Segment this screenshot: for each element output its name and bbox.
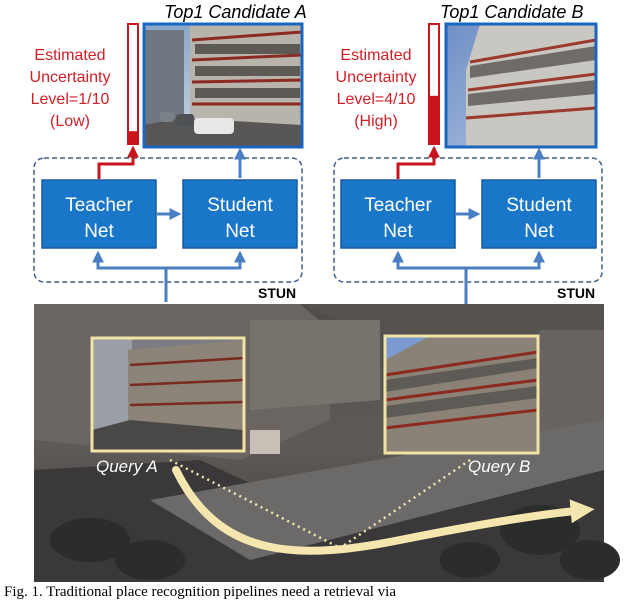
uncertainty-a-fill: [129, 131, 137, 143]
stun-label-a: STUN: [258, 285, 296, 301]
uncertainty-b-meter: [428, 23, 440, 145]
student-net-b-label-1: Student: [506, 195, 572, 216]
uncertainty-a-line4: (Low): [50, 113, 90, 130]
stun-module-a-border: [33, 157, 303, 283]
query-b-photo: [383, 334, 540, 455]
trajectory-arrow: [172, 466, 595, 555]
student-net-b-label-2: Net: [524, 221, 554, 242]
stun-a-arrows: [92, 147, 246, 302]
query-a-photo: [90, 336, 246, 453]
uncertainty-a-arrow: [97, 145, 139, 179]
uncertainty-a-line1: Estimated: [34, 47, 105, 64]
teacher-net-b-label-2: Net: [383, 221, 413, 242]
candidate-a-photo: [142, 22, 304, 149]
teacher-net-a-label-1: Teacher: [65, 195, 133, 216]
uncertainty-b-line2: Uncertainty: [336, 69, 417, 86]
stun-overview-figure: Top1 Candidate A Estimated Uncertainty L…: [30, 2, 620, 582]
uncertainty-a-line3: Level=1/10: [31, 91, 110, 108]
uncertainty-b-fill: [430, 95, 438, 143]
query-a-label: Query A: [96, 457, 158, 476]
figure-caption: Fig. 1. Traditional place recognition pi…: [4, 584, 396, 600]
uncertainty-b-line3: Level=4/10: [337, 91, 416, 108]
teacher-net-a: Teacher Net: [41, 179, 157, 249]
stun-b-arrows: [392, 147, 545, 336]
query-view-lines: [169, 458, 471, 550]
query-b-label: Query B: [468, 457, 530, 476]
teacher-net-b-label-1: Teacher: [364, 195, 432, 216]
stun-label-b: STUN: [557, 285, 595, 301]
uncertainty-b-line4: (High): [354, 113, 398, 130]
student-net-b: Student Net: [481, 179, 597, 249]
student-net-a: Student Net: [182, 179, 298, 249]
uncertainty-b-arrow: [396, 145, 440, 179]
stun-module-b-border: [333, 157, 603, 283]
student-net-a-label-2: Net: [225, 221, 255, 242]
student-net-a-label-1: Student: [207, 195, 273, 216]
teacher-net-a-label-2: Net: [84, 221, 114, 242]
teacher-net-b: Teacher Net: [340, 179, 456, 249]
uncertainty-b-line1: Estimated: [340, 47, 411, 64]
candidate-b-photo: [444, 22, 598, 149]
candidate-b-title: Top1 Candidate B: [440, 2, 583, 22]
uncertainty-a-line2: Uncertainty: [30, 69, 111, 86]
uncertainty-a-meter: [127, 23, 139, 145]
candidate-a-title: Top1 Candidate A: [164, 2, 307, 22]
